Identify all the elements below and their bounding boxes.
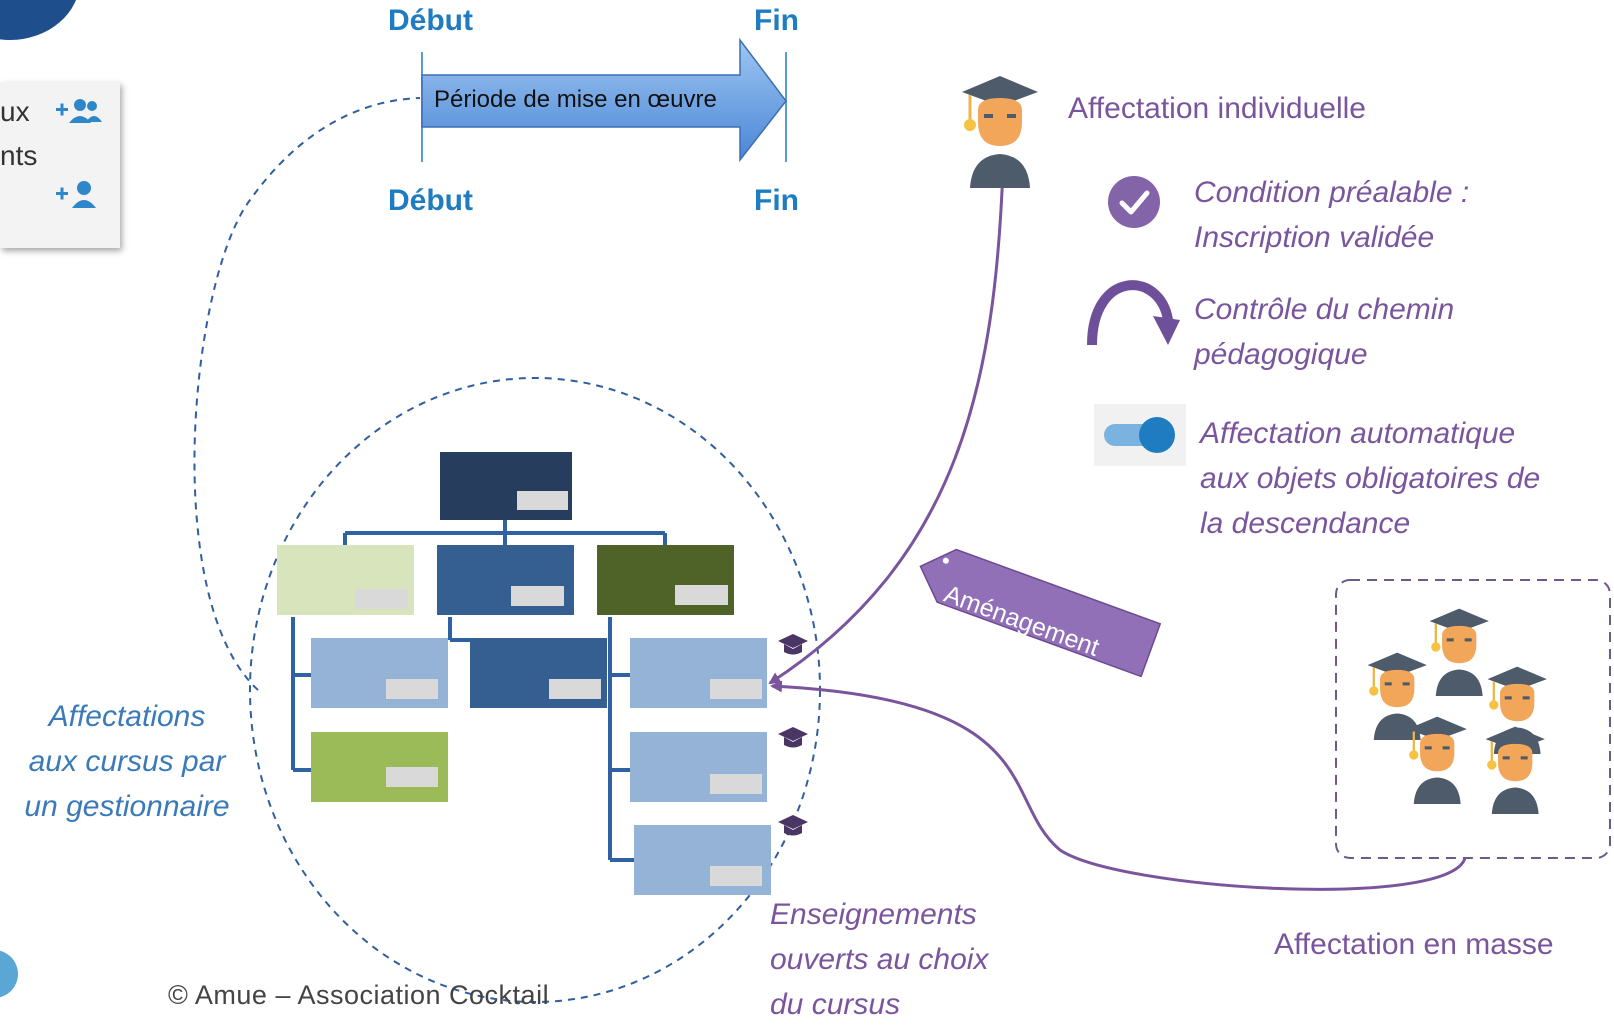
condition-text: Condition préalable : Inscription validé… (1194, 170, 1469, 260)
gestionnaire-label: Affectations aux cursus par un gestionna… (0, 694, 254, 829)
mortarboard-icon (778, 815, 808, 836)
controle-line-2: pédagogique (1194, 338, 1368, 371)
timeline-start-bottom: Début (388, 184, 473, 217)
curved-arrow-icon (1087, 280, 1180, 346)
org-box-child-1-label (386, 679, 438, 699)
enseignements-line-1: Enseignements (770, 898, 977, 931)
graduate-icon (962, 76, 1038, 188)
timeline-end-top: Fin (754, 4, 799, 37)
period-loop-dashed (193, 97, 421, 691)
card-line-1: ux (0, 96, 30, 127)
org-box-child-6-label (710, 866, 762, 886)
toggle-icon (1094, 404, 1186, 466)
org-box-level1-left-label (355, 589, 408, 609)
gestionnaire-line-2: aux cursus par (28, 745, 226, 778)
mass-assignment-label: Affectation en masse (1274, 928, 1554, 961)
controle-line-1: Contrôle du chemin (1194, 293, 1455, 326)
gestionnaire-line-1: Affectations (48, 700, 206, 733)
auto-line-2: aux objets obligatoires de (1200, 462, 1541, 495)
org-box-level1-right-label (675, 585, 728, 605)
auto-line-1: Affectation automatique (1200, 417, 1516, 450)
mortarboard-icon (778, 634, 808, 655)
gestionnaire-line-3: un gestionnaire (24, 790, 230, 823)
controle-text: Contrôle du chemin pédagogique (1194, 287, 1454, 377)
org-box-level1-mid-label (511, 586, 564, 606)
amenagement-tag (919, 548, 1162, 678)
timeline-end-bottom: Fin (754, 184, 799, 217)
timeline-start-top: Début (388, 4, 473, 37)
enseignements-line-2: ouverts au choix (770, 943, 989, 976)
timeline-arrow (421, 37, 787, 163)
auto-line-3: la descendance (1200, 507, 1411, 540)
check-circle-icon (1108, 176, 1160, 228)
user-plus-icon[interactable] (56, 178, 104, 210)
timeline-arrow-label: Période de mise en œuvre (434, 86, 717, 113)
graduate-group-icon (1367, 608, 1547, 815)
auto-assignment-text: Affectation automatique aux objets oblig… (1200, 411, 1540, 546)
assignment-menu-card: ux nts (0, 82, 120, 248)
mortarboard-icon (778, 727, 808, 748)
mass-assignment-box (1335, 579, 1611, 859)
individual-assignment-title: Affectation individuelle (1068, 92, 1366, 125)
org-chart-connectors (291, 520, 667, 862)
user-plus-group-icon[interactable] (56, 96, 104, 128)
org-box-child-3-label (549, 679, 601, 699)
org-box-root-label (517, 491, 568, 510)
copyright-footer: © Amue – Association Cocktail (168, 980, 550, 1010)
condition-line-1: Condition préalable : (1194, 176, 1470, 209)
enseignements-line-3: du cursus (770, 988, 901, 1021)
org-box-child-5-label (710, 774, 762, 794)
org-box-child-2-label (386, 767, 438, 787)
condition-line-2: Inscription validée (1194, 221, 1435, 254)
mass-assignment-arrow (770, 680, 1467, 891)
org-chart (277, 452, 771, 895)
page-number-badge (0, 950, 18, 998)
org-box-child-4-label (710, 679, 762, 699)
individual-assignment-arrow (768, 167, 1005, 685)
enseignements-label: Enseignements ouverts au choix du cursus (770, 892, 988, 1027)
card-line-2: nts (0, 140, 38, 171)
